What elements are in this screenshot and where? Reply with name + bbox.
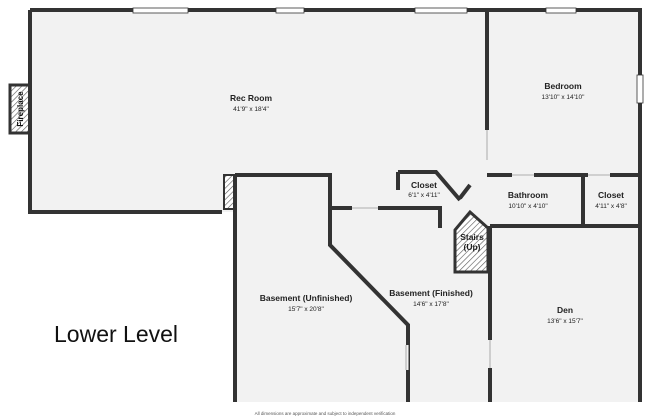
level-label: Lower Level [54, 321, 178, 347]
stairs-name: Stairs [460, 232, 484, 242]
den-dims: 13'6" x 15'7" [547, 318, 583, 325]
closet-right-dims: 4'11" x 4'8" [595, 203, 627, 210]
bathroom-name: Bathroom [508, 190, 549, 200]
bedroom-dims: 13'10" x 14'10" [542, 94, 586, 101]
basement-finished-name: Basement (Finished) [389, 288, 473, 298]
wall-chase [223, 174, 235, 210]
bedroom-name: Bedroom [544, 81, 582, 91]
stairs-sub: (Up) [464, 242, 481, 252]
fireplace-label: Fireplace [16, 91, 25, 127]
closet-small-name: Closet [411, 180, 437, 190]
rec-room-dims: 41'9" x 18'4" [233, 106, 269, 113]
door-lines [352, 130, 610, 370]
closet-small-dims: 6'1" x 4'11" [408, 192, 440, 199]
disclaimer: All dimensions are approximate and subje… [255, 411, 396, 416]
closet-right-name: Closet [598, 190, 624, 200]
basement-unfinished-dims: 15'7" x 20'8" [288, 306, 324, 313]
rec-room-name: Rec Room [230, 93, 272, 103]
windows [132, 7, 644, 104]
bathroom-dims: 10'10" x 4'10" [508, 203, 548, 210]
basement-finished-dims: 14'6" x 17'8" [413, 301, 449, 308]
basement-unfinished-name: Basement (Unfinished) [260, 293, 353, 303]
den-name: Den [557, 305, 573, 315]
